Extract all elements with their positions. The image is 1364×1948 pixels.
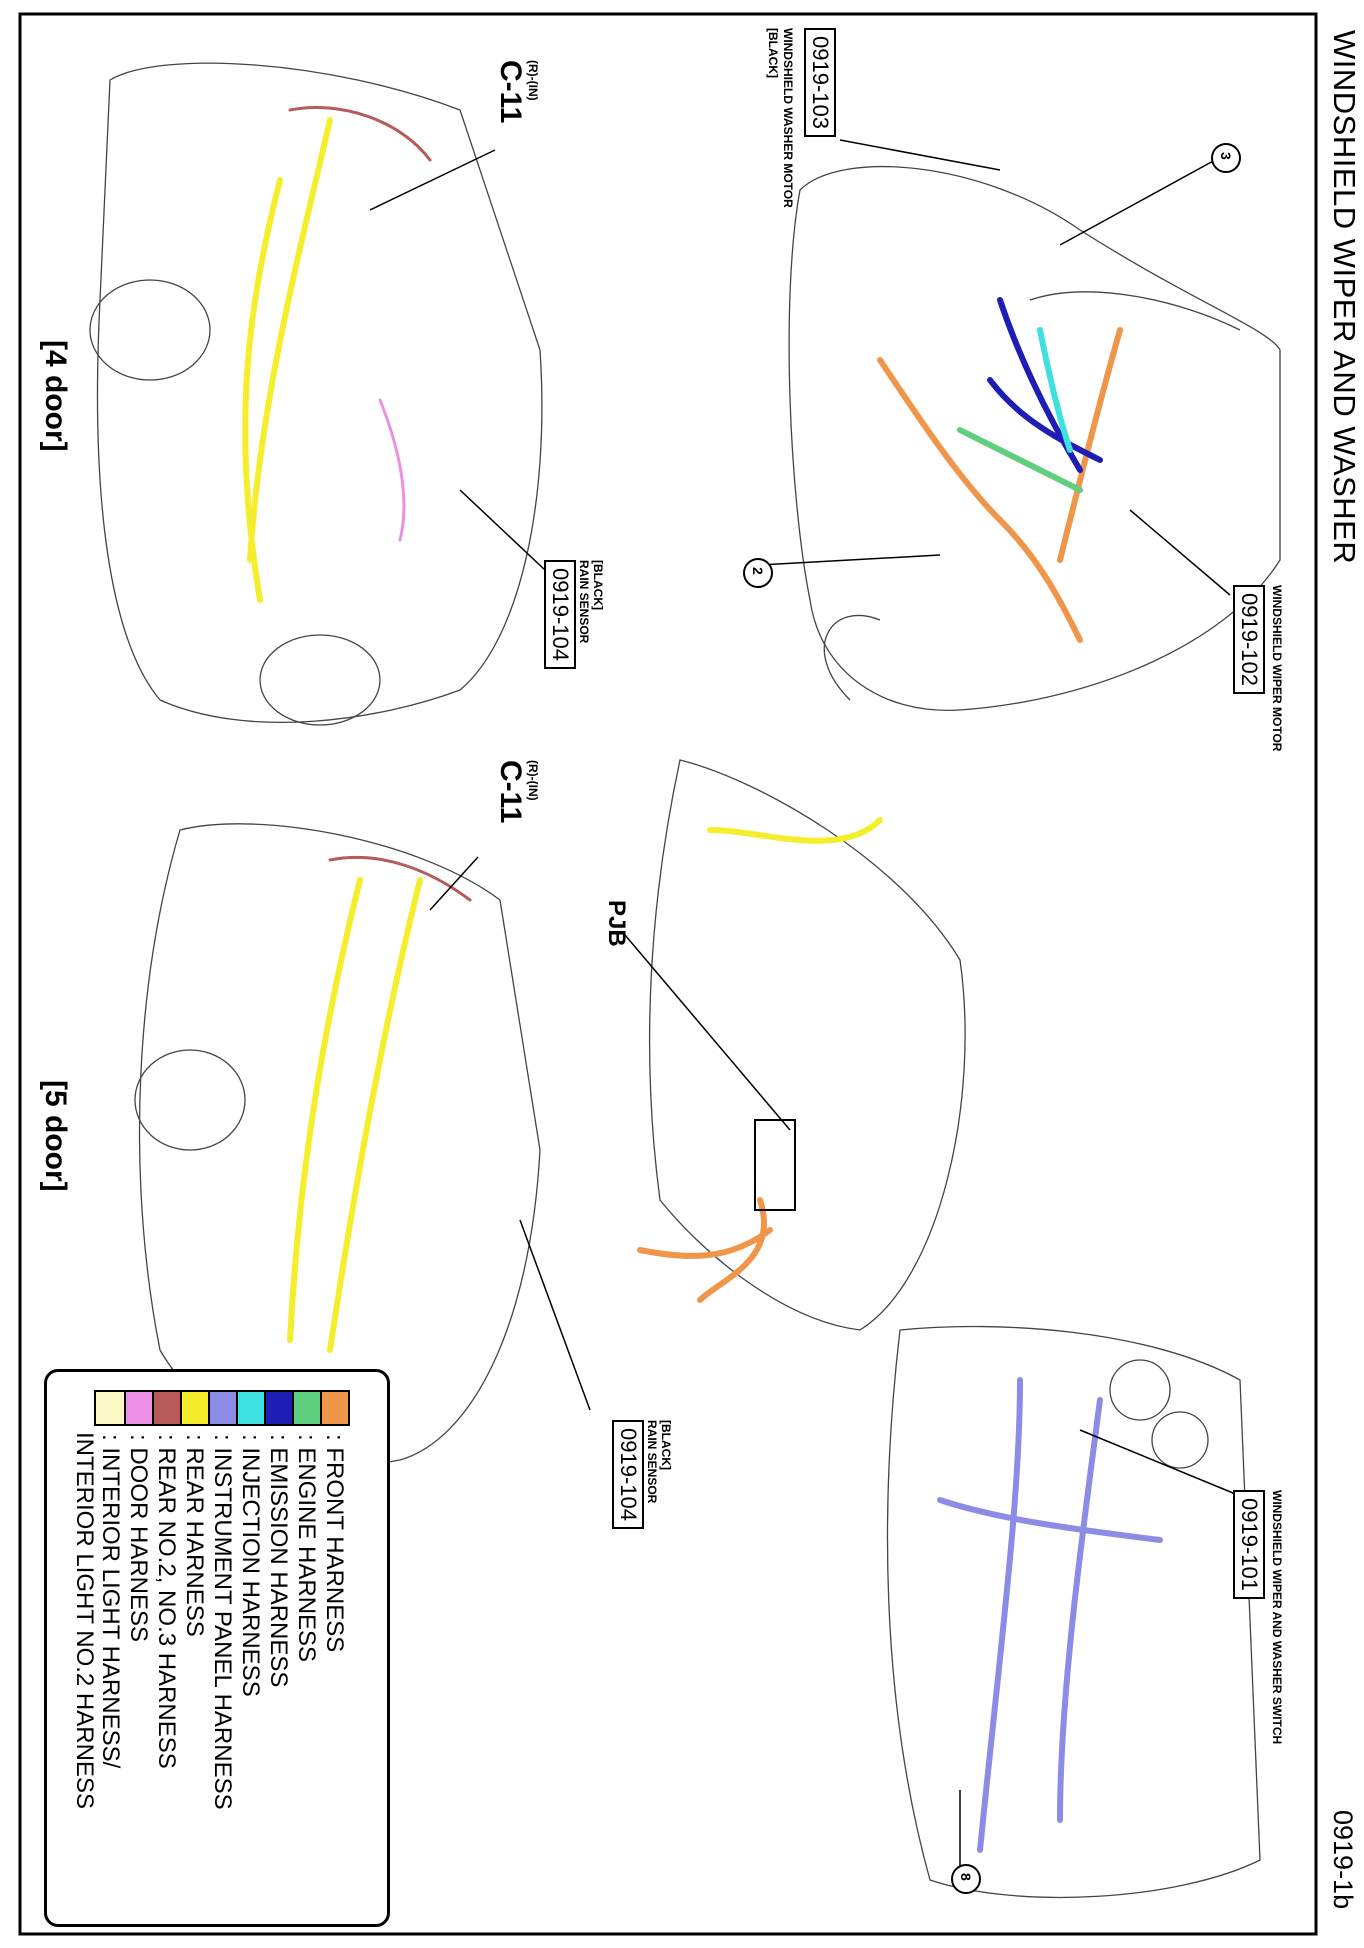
legend-swatch	[206, 1390, 238, 1426]
connector-code-0919-104-4door: 0919-104	[544, 560, 576, 669]
c11-code-4door: C-11	[494, 60, 527, 124]
legend-item: : DOOR HARNESS	[122, 1390, 154, 1642]
callout-8: 8	[958, 1873, 974, 1881]
c11-note-5door: (R)-(IN)	[526, 760, 540, 801]
connector-color-0919-104-5door: [BLACK]	[659, 1420, 673, 1470]
c11-note-4door: (R)-(IN)	[526, 60, 540, 101]
legend-swatch	[150, 1390, 182, 1426]
variant-label-5door: [5 door]	[39, 1080, 72, 1192]
legend-swatch	[122, 1390, 154, 1426]
callout-circle-2	[743, 558, 773, 588]
legend-swatch	[234, 1390, 266, 1426]
callout-circle-3	[1211, 143, 1241, 173]
pjb-box	[754, 1119, 796, 1211]
legend-swatch	[318, 1390, 350, 1426]
connector-name-0919-103: WINDSHIELD WASHER MOTOR	[781, 28, 795, 208]
legend-item: : INJECTION HARNESS	[234, 1390, 266, 1697]
legend-swatch	[262, 1390, 294, 1426]
connector-name-0919-104-4door: RAIN SENSOR	[577, 560, 591, 644]
legend-item: : INSTRUMENT PANEL HARNESS	[206, 1390, 238, 1810]
legend-label: : FRONT HARNESS	[321, 1434, 348, 1653]
car-4door-body	[96, 62, 543, 724]
legend-item: : REAR NO.2, NO.3 HARNESS	[150, 1390, 182, 1769]
pjb-area-outline	[648, 759, 966, 1331]
legend-continuation: INTERIOR LIGHT NO.2 HARNESS	[71, 1432, 98, 1809]
page-number: 0919-1b	[1328, 1810, 1358, 1910]
connector-name-0919-104-5door: RAIN SENSOR	[645, 1420, 659, 1504]
connector-name-0919-102: WINDSHIELD WIPER MOTOR	[1270, 585, 1284, 752]
callout-2: 2	[750, 567, 766, 575]
legend-item: : FRONT HARNESS	[318, 1390, 350, 1652]
connector-color-0919-104-4door: [BLACK]	[591, 560, 605, 610]
connector-name-0919-101: WINDSHIELD WIPER AND WASHER SWITCH	[1270, 1490, 1284, 1745]
legend-label: : INSTRUMENT PANEL HARNESS	[209, 1434, 236, 1810]
legend-swatch	[178, 1390, 210, 1426]
connector-code-0919-104-5door: 0919-104	[612, 1420, 644, 1529]
harness-legend	[44, 1369, 390, 1927]
instrument-panel-outline	[886, 1325, 1261, 1899]
legend-label: : INJECTION HARNESS	[237, 1434, 264, 1697]
connector-code-0919-101: 0919-101	[1233, 1490, 1265, 1599]
legend-item: : ENGINE HARNESS	[290, 1390, 322, 1662]
callout-3: 3	[1218, 152, 1234, 160]
legend-label: : DOOR HARNESS	[125, 1434, 152, 1643]
c11-code-5door: C-11	[494, 760, 527, 824]
legend-item: : EMISSION HARNESS	[262, 1390, 294, 1687]
legend-swatch	[290, 1390, 322, 1426]
connector-code-0919-102: 0919-102	[1233, 585, 1265, 694]
legend-label: : REAR NO.2, NO.3 HARNESS	[153, 1434, 180, 1769]
legend-label: : EMISSION HARNESS	[265, 1434, 292, 1688]
legend-swatch	[94, 1390, 126, 1426]
page-title: WINDSHIELD WIPER AND WASHER	[1327, 30, 1362, 565]
legend-label: : ENGINE HARNESS	[293, 1434, 320, 1663]
engine-bay-outline	[788, 165, 1281, 712]
variant-label-4door: [4 door]	[39, 340, 72, 452]
legend-label: : REAR HARNESS	[181, 1434, 208, 1637]
car-5door-body	[138, 823, 541, 1465]
legend-item: : INTERIOR LIGHT HARNESS/	[94, 1390, 126, 1768]
legend-item: : REAR HARNESS	[178, 1390, 210, 1637]
pjb-label: PJB	[603, 900, 630, 947]
connector-color-0919-103: [BLACK]	[766, 28, 780, 78]
connector-code-0919-103: 0919-103	[804, 28, 836, 137]
callout-circle-8	[951, 1864, 981, 1894]
legend-label: : INTERIOR LIGHT HARNESS/	[97, 1434, 124, 1769]
